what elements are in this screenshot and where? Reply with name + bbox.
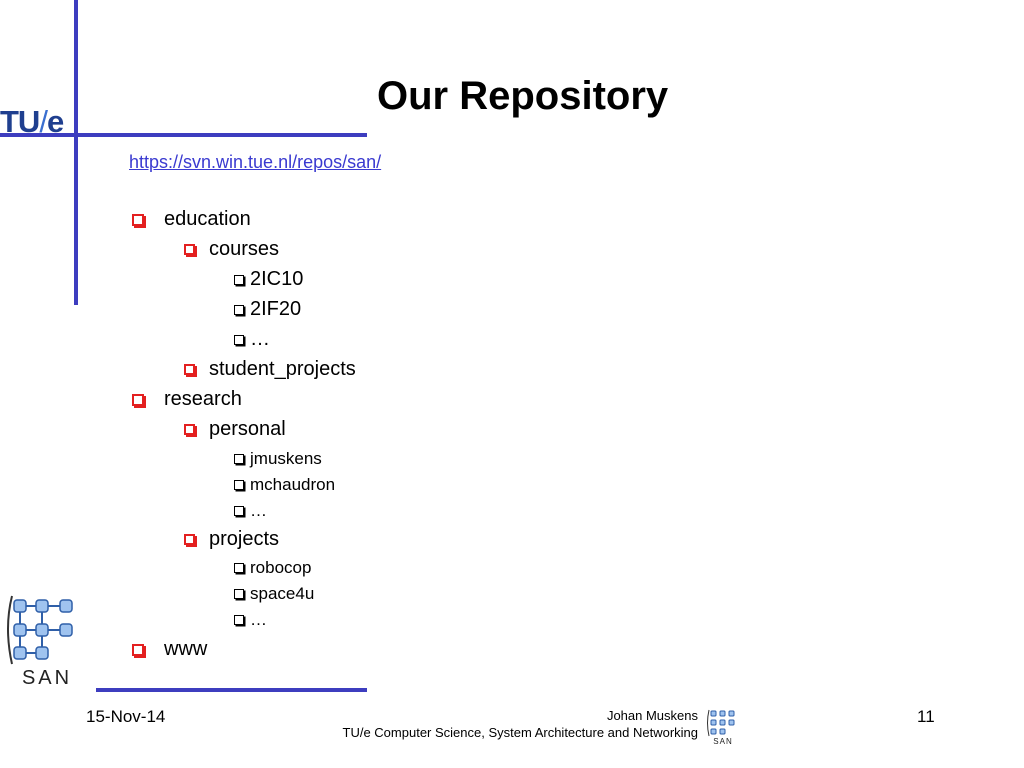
san-small-logo: SAN (707, 709, 735, 746)
checkbox-bullet-icon (184, 424, 195, 435)
footer-credits: Johan Muskens TU/e Computer Science, Sys… (343, 707, 698, 741)
san-logo: SAN (7, 595, 73, 688)
bottom-horizontal-rule (96, 688, 367, 692)
footer-affiliation: TU/e Computer Science, System Architectu… (342, 725, 698, 740)
checkbox-bullet-icon (234, 480, 244, 490)
slide-title: Our Repository (377, 74, 669, 118)
list-item-www: www (132, 638, 207, 661)
svg-text:SAN: SAN (22, 667, 72, 688)
checkbox-bullet-icon (184, 244, 195, 255)
checkbox-bullet-icon (184, 364, 195, 375)
checkbox-bullet-icon (234, 454, 244, 464)
checkbox-bullet-icon (234, 304, 244, 315)
left-vertical-rule (74, 0, 78, 305)
svg-text:SAN: SAN (713, 737, 732, 746)
checkbox-bullet-icon (234, 334, 244, 345)
list-item-personal-more: … (234, 501, 267, 521)
list-item-2ic10: 2IC10 (234, 268, 303, 291)
checkbox-bullet-icon (234, 274, 244, 285)
list-item-robocop: robocop (234, 558, 311, 578)
footer-author: Johan Muskens (606, 708, 698, 723)
checkbox-bullet-icon (234, 506, 244, 516)
list-item-education: education (132, 208, 251, 231)
checkbox-bullet-icon (234, 563, 244, 573)
top-horizontal-rule (0, 133, 367, 137)
list-item-courses: courses (184, 238, 279, 261)
list-item-mchaudron: mchaudron (234, 475, 335, 495)
list-item-projects-more: … (234, 610, 267, 630)
checkbox-bullet-icon (234, 615, 244, 625)
tue-logo: TU/e (0, 104, 64, 139)
checkbox-bullet-icon (184, 534, 195, 545)
checkbox-bullet-icon (132, 213, 144, 226)
checkbox-bullet-icon (234, 589, 244, 599)
list-item-projects: projects (184, 528, 279, 551)
checkbox-bullet-icon (132, 643, 144, 656)
list-item-jmuskens: jmuskens (234, 449, 322, 469)
checkbox-bullet-icon (132, 393, 144, 406)
list-item-student-projects: student_projects (184, 358, 356, 381)
list-item-2if20: 2IF20 (234, 298, 301, 321)
list-item-personal: personal (184, 418, 286, 441)
repository-url-link[interactable]: https://svn.win.tue.nl/repos/san/ (129, 152, 382, 172)
list-item-research: research (132, 388, 242, 411)
list-item-space4u: space4u (234, 584, 314, 604)
slide-number: 11 (917, 707, 935, 726)
list-item-courses-more: … (234, 328, 270, 351)
footer-date: 15-Nov-14 (86, 707, 166, 726)
